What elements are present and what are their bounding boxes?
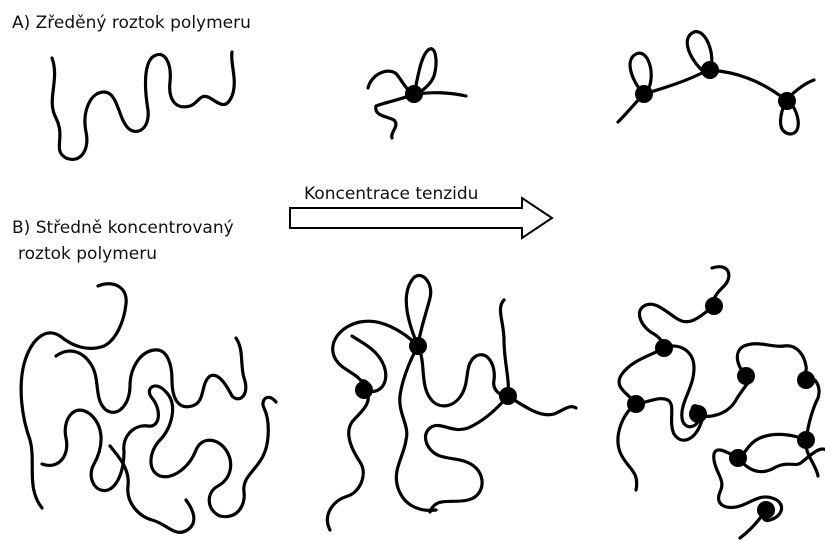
a-chain-three-micelles — [618, 32, 814, 134]
b-micelle-chain-4 — [714, 378, 819, 520]
concentration-arrow — [290, 198, 552, 238]
b-crosslinked-chain-3 — [418, 300, 508, 406]
b-crosslinked-chain-1 — [327, 275, 430, 530]
a-micelle-bead-1 — [405, 85, 423, 103]
b-micelle-bead-11 — [729, 449, 747, 467]
a-micelle-bead-3 — [701, 61, 719, 79]
b-micelle-bead-4 — [705, 297, 723, 315]
b-crosslinked-chain-4 — [425, 396, 576, 512]
b-micelle-bead-1 — [409, 337, 427, 355]
a-free-polymer-chain — [52, 52, 234, 159]
b-micelle-bead-10 — [797, 431, 815, 449]
b-micelle-chain-1 — [619, 267, 729, 404]
a-micelle-bead-2 — [635, 85, 653, 103]
b-micelle-bead-8 — [627, 395, 645, 413]
b-micelle-bead-12 — [757, 501, 775, 519]
b-micelle-bead-9 — [689, 405, 707, 423]
b-micelle-bead-3 — [499, 387, 517, 405]
b-micelle-bead-6 — [737, 367, 755, 385]
a-micelle-bead-4 — [778, 92, 796, 110]
b-micelle-bead-5 — [655, 339, 673, 357]
b-entangled-chain-3 — [42, 386, 276, 517]
b-micelle-bead-2 — [355, 381, 373, 399]
b-micelle-bead-7 — [797, 371, 815, 389]
b-entangled-chain-1 — [21, 284, 126, 508]
b-micelle-chain-2 — [664, 344, 806, 427]
